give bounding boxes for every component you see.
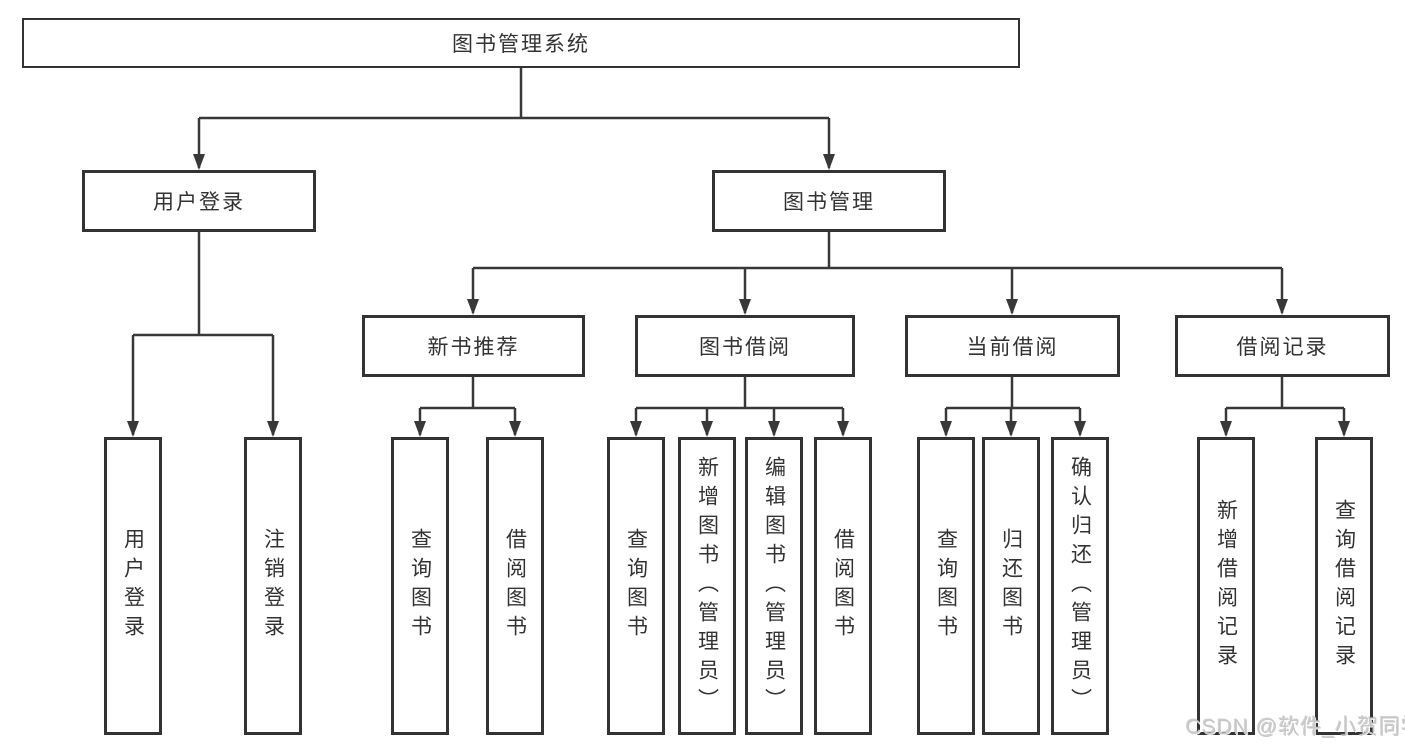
leaf-return-books-label: 归还图书: [999, 528, 1023, 644]
node-book-management-label: 图书管理: [783, 191, 875, 214]
leaf-edit-books-admin: 编辑图书（管理员）: [745, 437, 803, 735]
node-borrowing-records-label: 借阅记录: [1236, 336, 1329, 359]
leaf-query-books-1-label: 查询图书: [408, 528, 432, 644]
leaf-borrow-books-2-label: 借阅图书: [831, 528, 855, 644]
leaf-logout: 注销登录: [244, 437, 302, 735]
node-user-login: 用户登录: [82, 170, 316, 232]
node-borrowing-records: 借阅记录: [1175, 315, 1390, 377]
leaf-return-books: 归还图书: [982, 437, 1040, 735]
node-book-borrowing: 图书借阅: [635, 315, 855, 377]
leaf-confirm-return-admin: 确认归还（管理员）: [1051, 437, 1109, 735]
leaf-add-books-admin: 新增图书（管理员）: [678, 437, 736, 735]
node-current-borrowing: 当前借阅: [905, 315, 1120, 377]
leaf-query-books-2-label: 查询图书: [624, 528, 648, 644]
leaf-logout-label: 注销登录: [261, 528, 285, 644]
leaf-query-books-1: 查询图书: [391, 437, 449, 735]
leaf-borrow-books-1: 借阅图书: [486, 437, 544, 735]
node-root: 图书管理系统: [22, 18, 1020, 68]
leaf-query-books-3-label: 查询图书: [934, 528, 958, 644]
leaf-query-borrow-record: 查询借阅记录: [1315, 437, 1373, 735]
leaf-add-books-admin-label: 新增图书（管理员）: [695, 455, 719, 717]
leaf-user-login-label: 用户登录: [121, 528, 145, 644]
node-new-book-recommend: 新书推荐: [362, 315, 585, 377]
leaf-edit-books-admin-label: 编辑图书（管理员）: [762, 455, 786, 717]
leaf-query-borrow-record-label: 查询借阅记录: [1332, 499, 1356, 673]
leaf-borrow-books-2: 借阅图书: [814, 437, 872, 735]
node-book-management: 图书管理: [712, 170, 946, 232]
leaf-query-books-2: 查询图书: [607, 437, 665, 735]
leaf-user-login: 用户登录: [104, 437, 162, 735]
csdn-watermark: CSDN @软件_小贺同学: [1186, 716, 1405, 739]
leaf-confirm-return-admin-label: 确认归还（管理员）: [1068, 455, 1092, 717]
leaf-add-borrow-record: 新增借阅记录: [1197, 437, 1255, 735]
node-user-login-label: 用户登录: [153, 191, 245, 214]
node-new-book-recommend-label: 新书推荐: [427, 336, 520, 359]
leaf-add-borrow-record-label: 新增借阅记录: [1214, 499, 1238, 673]
node-book-borrowing-label: 图书借阅: [699, 336, 791, 359]
leaf-borrow-books-1-label: 借阅图书: [503, 528, 527, 644]
node-root-label: 图书管理系统: [452, 33, 590, 56]
node-current-borrowing-label: 当前借阅: [966, 336, 1059, 359]
leaf-query-books-3: 查询图书: [917, 437, 975, 735]
